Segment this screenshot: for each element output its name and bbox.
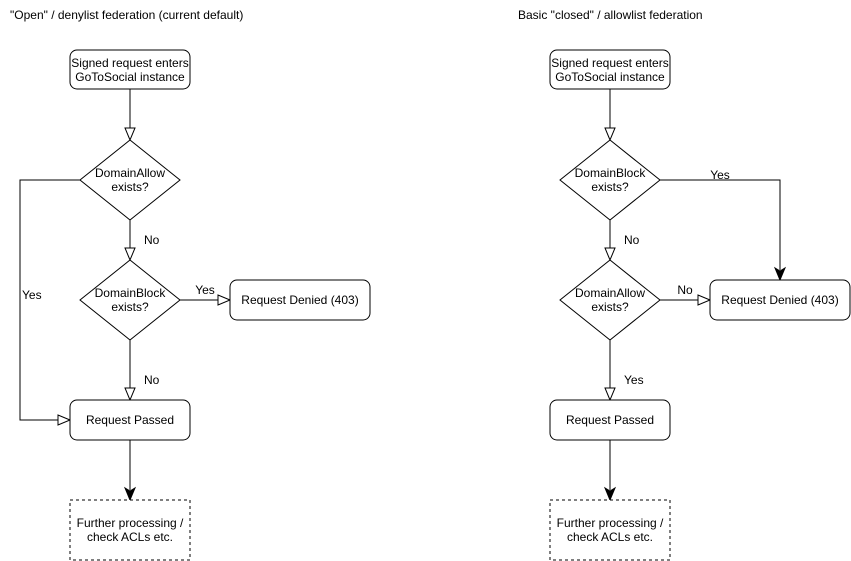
right-decision1-yes-label: Yes	[710, 168, 730, 182]
right-decision1-text-line2: exists?	[591, 180, 629, 194]
left-chart-title: "Open" / denylist federation (current de…	[10, 8, 243, 22]
right-denied-box	[709, 279, 851, 321]
open-arrowhead-icon	[217, 294, 232, 306]
connector-line	[19, 179, 80, 421]
left-further-text-line2: check ACLs etc.	[87, 530, 173, 544]
filled-arrowhead-icon	[123, 486, 137, 502]
left-denied-text: Request Denied (403)	[241, 293, 358, 307]
connector-line	[660, 179, 781, 270]
right-start-text-line2: GoToSocial instance	[555, 70, 665, 84]
left-connector-decision2-no: No	[124, 340, 160, 402]
open-arrowhead-icon	[604, 127, 616, 142]
right-decision2-node: DomainAllow exists?	[559, 259, 661, 341]
left-connector-decision2-yes: Yes	[180, 283, 232, 306]
open-arrowhead-icon	[604, 247, 616, 262]
left-decision1-text-line2: exists?	[111, 180, 149, 194]
right-further-text-line2: check ACLs etc.	[567, 530, 653, 544]
left-decision2-node: DomainBlock exists?	[79, 259, 181, 341]
left-decision2-no-label: No	[144, 373, 160, 387]
open-arrowhead-icon	[124, 387, 136, 402]
right-connector-decision1-yes: Yes	[660, 168, 787, 282]
left-further-box	[69, 499, 191, 561]
right-connector-decision1-no: No	[604, 220, 640, 262]
open-arrowhead-icon	[604, 387, 616, 402]
right-start-text-line1: Signed request enters	[551, 56, 668, 70]
open-arrowhead-icon	[697, 294, 712, 306]
left-decision2-text-line1: DomainBlock	[95, 286, 167, 300]
left-connector-passed-to-further	[123, 440, 137, 502]
flowchart-closed-allowlist: Basic "closed" / allowlist federation Si…	[518, 8, 851, 561]
left-decision1-yes-label: Yes	[22, 288, 42, 302]
left-start-node: Signed request enters GoToSocial instanc…	[69, 49, 191, 90]
open-arrowhead-icon	[124, 247, 136, 262]
right-start-node: Signed request enters GoToSocial instanc…	[549, 49, 671, 90]
flowchart-open-denylist: "Open" / denylist federation (current de…	[10, 8, 371, 561]
right-decision2-text-line2: exists?	[591, 300, 629, 314]
open-arrowhead-icon	[57, 414, 72, 426]
left-passed-node: Request Passed	[69, 399, 191, 441]
right-decision1-no-label: No	[624, 233, 640, 247]
right-further-node: Further processing / check ACLs etc.	[549, 499, 671, 561]
right-connector-decision2-yes: Yes	[604, 340, 644, 402]
filled-arrowhead-icon	[603, 486, 617, 502]
left-decision1-no-label: No	[144, 233, 160, 247]
right-denied-node: Request Denied (403)	[709, 279, 851, 321]
left-passed-text: Request Passed	[86, 413, 174, 427]
left-connector-decision1-no: No	[124, 220, 160, 262]
right-connector-passed-to-further	[603, 440, 617, 502]
left-connector-decision1-yes: Yes	[19, 179, 80, 426]
left-further-text-line1: Further processing /	[77, 516, 184, 530]
right-decision2-yes-label: Yes	[624, 373, 644, 387]
left-start-text-line1: Signed request enters	[71, 56, 188, 70]
right-decision2-text-line1: DomainAllow	[575, 286, 645, 300]
right-chart-title: Basic "closed" / allowlist federation	[518, 8, 703, 22]
left-connector-start-to-decision1	[124, 89, 136, 142]
left-decision1-text-line1: DomainAllow	[95, 166, 165, 180]
right-denied-text: Request Denied (403)	[721, 293, 838, 307]
left-start-text-line2: GoToSocial instance	[75, 70, 185, 84]
right-decision2-no-label: No	[677, 283, 693, 297]
left-denied-box	[229, 279, 371, 321]
left-decision2-yes-label: Yes	[195, 283, 215, 297]
right-passed-text: Request Passed	[566, 413, 654, 427]
right-further-text-line1: Further processing /	[557, 516, 664, 530]
right-decision1-node: DomainBlock exists?	[559, 139, 661, 221]
right-connector-decision2-no: No	[660, 283, 712, 306]
right-passed-node: Request Passed	[549, 399, 671, 441]
filled-arrowhead-icon	[773, 266, 787, 282]
open-arrowhead-icon	[124, 127, 136, 142]
right-further-box	[549, 499, 671, 561]
left-decision1-node: DomainAllow exists?	[79, 139, 181, 221]
left-denied-node: Request Denied (403)	[229, 279, 371, 321]
right-connector-start-to-decision1	[604, 89, 616, 142]
left-further-node: Further processing / check ACLs etc.	[69, 499, 191, 561]
left-decision2-text-line2: exists?	[111, 300, 149, 314]
right-decision1-text-line1: DomainBlock	[575, 166, 647, 180]
